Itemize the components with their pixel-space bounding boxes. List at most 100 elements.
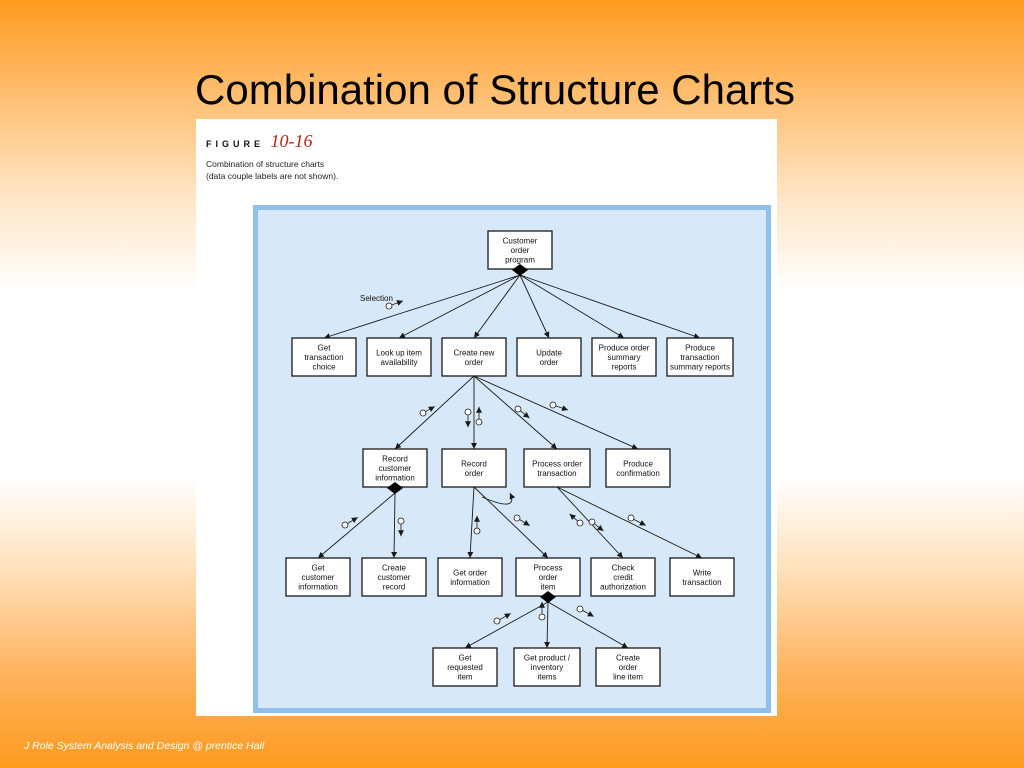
structure-chart-edge	[544, 601, 551, 649]
module-label-line: order	[465, 358, 484, 367]
module-label-line: Check	[612, 564, 636, 573]
structure-chart-edge	[467, 486, 475, 559]
module-label-line: item	[457, 673, 472, 682]
module-label-line: Record	[461, 459, 487, 468]
structure-chart-edge	[464, 601, 549, 649]
module-label-line: requested	[447, 663, 483, 672]
structure-chart-edge	[323, 274, 521, 340]
module-label-line: transaction	[682, 578, 721, 587]
structure-chart-edge	[519, 274, 550, 339]
module-label-line: Get product /	[524, 654, 571, 663]
module-label-line: availability	[381, 358, 418, 367]
module-label-line: information	[450, 578, 490, 587]
structure-chart-edge	[556, 486, 703, 559]
data-couple-icon	[627, 514, 647, 526]
structure-chart-edge	[519, 274, 701, 339]
structure-chart-edge	[473, 375, 558, 450]
module-label-line: record	[383, 583, 406, 592]
structure-chart-edge	[473, 375, 639, 450]
data-couple-icon	[569, 513, 584, 527]
figure-heading: FIGURE 10-16	[206, 131, 312, 152]
slide-title: Combination of Structure Charts	[195, 66, 795, 113]
module-label-line: Get order	[453, 568, 487, 577]
module-label-line: information	[298, 583, 338, 592]
selection-diamond-icon	[387, 482, 403, 494]
module-label-line: Produce	[685, 344, 715, 353]
module-label-line: summary	[608, 353, 641, 362]
structure-chart-edge	[519, 274, 625, 339]
selection-label: Selection	[360, 294, 393, 303]
module-label-line: Look up item	[376, 348, 422, 357]
figure-label: FIGURE	[206, 139, 265, 149]
module-label-line: customer	[379, 464, 412, 473]
figure-caption-line-2: (data couple labels are not shown).	[206, 171, 339, 181]
module-label-line: customer	[302, 573, 335, 582]
selection-diamonds	[387, 264, 556, 603]
module-label-line: order	[540, 358, 559, 367]
module-label-line: Customer	[503, 237, 538, 246]
module-label-line: Process order	[532, 459, 582, 468]
structure-chart-edge	[473, 486, 549, 559]
structure-chart-edges	[317, 274, 703, 649]
module-label-line: Create new	[454, 348, 495, 357]
figure-caption-line-1: Combination of structure charts	[206, 159, 325, 169]
structure-chart-modules: CustomerorderprogramGettransactionchoice…	[285, 230, 735, 687]
module-label-line: authorization	[600, 583, 646, 592]
data-couple-icon	[493, 613, 512, 625]
module-label-line: Produce	[623, 459, 653, 468]
module-label-line: summary reports	[670, 363, 730, 372]
module-label-line: inventory	[531, 663, 563, 672]
module-label-line: Get	[459, 654, 473, 663]
module-label-line: credit	[613, 573, 633, 582]
module-label-line: transaction	[537, 469, 576, 478]
module-label-line: customer	[378, 573, 411, 582]
module-label-line: order	[511, 246, 530, 255]
module-label-line: Write	[693, 568, 712, 577]
structure-chart-edge	[317, 492, 396, 559]
module-label-line: reports	[612, 363, 637, 372]
module-label-line: information	[375, 474, 415, 483]
structure-chart-edge	[398, 274, 521, 339]
module-label-line: Get	[318, 344, 332, 353]
data-couple-icon	[576, 605, 595, 617]
module-label-line: Create	[382, 564, 407, 573]
figure-card: FIGURE 10-16 Combination of structure ch…	[196, 119, 777, 716]
data-couple-icon	[341, 517, 358, 529]
data-couples	[341, 300, 647, 625]
module-label-line: transaction	[304, 353, 343, 362]
data-couple-icon	[588, 518, 604, 532]
module-label-line: Record	[382, 455, 408, 464]
data-couple-icon	[549, 401, 569, 411]
data-couple-icon	[464, 408, 472, 428]
selection-diamond-icon	[512, 264, 528, 276]
module-label-line: line item	[613, 673, 643, 682]
module-label-line: confirmation	[616, 469, 660, 478]
structure-chart-edge	[394, 375, 475, 450]
structure-chart-diagram: Selection CustomerorderprogramGettransac…	[285, 230, 735, 687]
structure-chart-edge	[391, 492, 398, 559]
data-couple-icon	[514, 405, 530, 419]
figure-caption: Combination of structure charts (data co…	[206, 158, 506, 182]
data-couple-icon	[513, 514, 530, 526]
module-label-line: program	[505, 256, 535, 265]
slide-footer: J Role System Analysis and Design @ pren…	[24, 740, 265, 752]
module-label-line: item	[540, 583, 555, 592]
module-label-line: Update	[536, 348, 562, 357]
data-couple-icon	[397, 517, 405, 537]
module-label-line: Produce order	[599, 344, 650, 353]
